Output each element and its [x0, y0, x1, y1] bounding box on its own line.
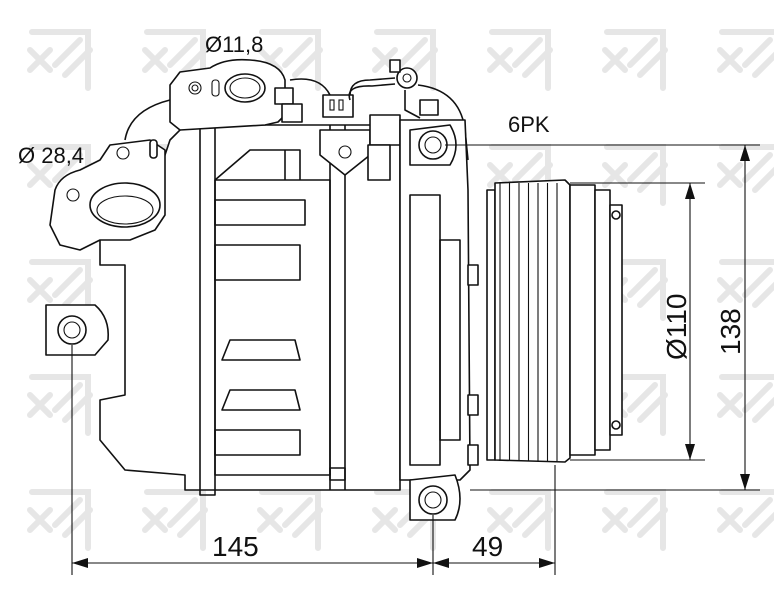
- front-housing: [399, 119, 479, 521]
- dim-145-label: 145: [212, 531, 259, 562]
- nrf-watermark-logo: [257, 489, 323, 551]
- nrf-watermark-logo: [717, 29, 774, 78]
- rear-mounting-ear: [45, 304, 110, 356]
- nrf-watermark-logo: [27, 144, 93, 206]
- dim-49-label: 49: [472, 531, 503, 562]
- suction-diameter-label: Ø 28,4: [18, 143, 84, 168]
- nrf-watermark-logo: [27, 374, 93, 436]
- belt-type-label: 6PK: [508, 112, 550, 137]
- nrf-watermark-logo: [142, 489, 208, 551]
- electrical-connector: [319, 59, 469, 181]
- nrf-watermark-logo: [257, 29, 323, 91]
- discharge-fitting: [124, 58, 331, 141]
- nrf-watermark-logo: [372, 29, 438, 91]
- nrf-watermark-logo: [27, 489, 93, 551]
- nrf-watermark-logo: [717, 489, 774, 538]
- height-label: 138: [715, 308, 746, 355]
- nrf-watermark-logo: [717, 374, 774, 423]
- nrf-watermark-logo: [602, 489, 668, 551]
- dimension-lines: [71, 144, 760, 575]
- compressor-body: [99, 124, 401, 496]
- nrf-watermark-logo: [27, 259, 93, 321]
- nrf-watermark-logo: [602, 144, 668, 206]
- nrf-watermark-logo: [487, 489, 553, 551]
- nrf-watermark-logo: [487, 144, 553, 206]
- pulley-diameter-label: Ø110: [661, 294, 692, 360]
- nrf-watermark-logo: [487, 29, 553, 91]
- nrf-watermark-logo: [602, 29, 668, 91]
- suction-fitting: [49, 139, 166, 251]
- nrf-watermark-logo: [717, 144, 774, 193]
- nrf-watermark-logo: [717, 259, 774, 308]
- discharge-diameter-label: Ø11,8: [205, 32, 263, 57]
- nrf-watermark-logo: [27, 29, 93, 91]
- nrf-watermark-logo: [142, 29, 208, 91]
- pulley: [486, 179, 623, 463]
